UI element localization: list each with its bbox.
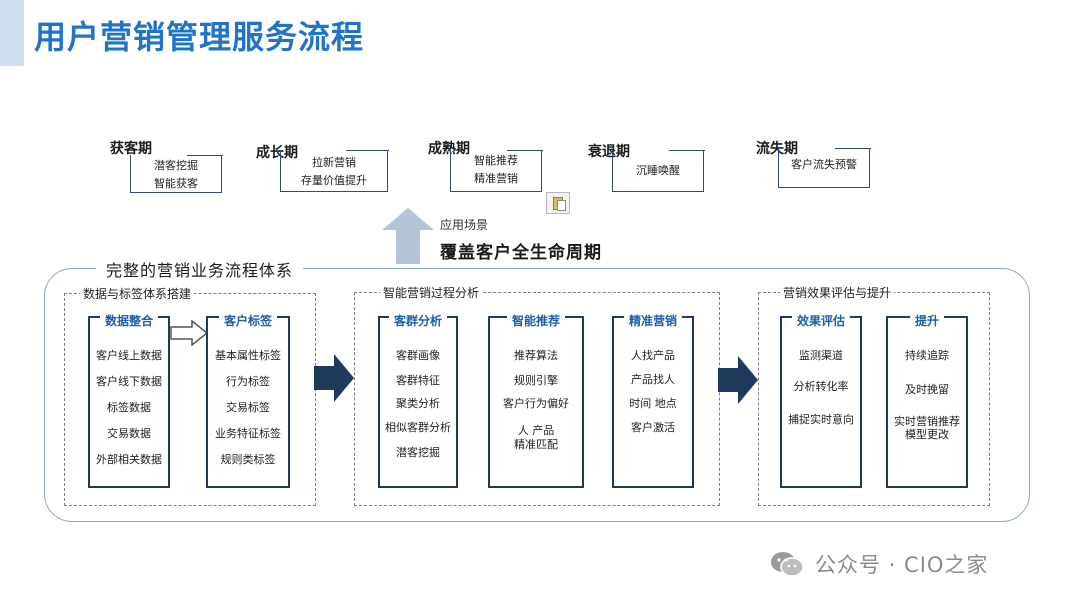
column-precision-marketing: 精准营销 人找产品 产品找人 时间 地点 客户激活 (612, 314, 694, 488)
section-title: 智能营销过程分析 (380, 284, 483, 301)
stage-item: 拉新营销 (312, 156, 356, 169)
column-title: 客群分析 (388, 314, 447, 328)
stage-label-maturity: 成熟期 (428, 141, 470, 157)
framework-title: 完整的营销业务流程体系 (96, 257, 304, 281)
stage-item: 存量价值提升 (301, 174, 367, 187)
stage-box-growth: 拉新营销 存量价值提升 (280, 150, 389, 192)
list-item: 客户行为偏好 (503, 397, 569, 410)
stage-box-churn: 客户流失预警 (778, 148, 871, 188)
column-title: 提升 (909, 314, 944, 328)
stage-label-growth: 成长期 (256, 145, 298, 161)
column-title: 精准营销 (623, 314, 682, 328)
section-title: 营销效果评估与提升 (780, 284, 895, 301)
up-arrow-icon (382, 208, 434, 264)
list-item: 人找产品 (631, 349, 675, 362)
stage-item: 客户流失预警 (791, 158, 857, 171)
column-title: 效果评估 (791, 314, 850, 328)
stage-label-churn: 流失期 (756, 141, 798, 157)
cover-label: 覆盖客户全生命周期 (440, 243, 602, 263)
column-segment-analysis: 客群分析 客群画像 客群特征 聚类分析 相似客群分析 潜客挖掘 (378, 314, 458, 488)
stage-box-decline: 沉睡唤醒 (612, 150, 705, 192)
list-item: 精准匹配 (514, 438, 558, 451)
list-item: 行为标签 (226, 375, 270, 388)
framework-frame (44, 268, 1030, 522)
column-title: 数据整合 (99, 314, 158, 328)
stage-box-maturity: 智能推荐 精准营销 (450, 150, 543, 192)
stage-item: 潜客挖掘 (154, 159, 198, 172)
stage-label-decline: 衰退期 (588, 144, 630, 160)
list-item: 客群特征 (396, 374, 440, 387)
column-customer-tags: 客户标签 基本属性标签 行为标签 交易标签 业务特征标签 规则类标签 (206, 314, 290, 488)
column-title: 智能推荐 (506, 314, 565, 328)
scene-label: 应用场景 (440, 218, 489, 232)
stage-item: 沉睡唤醒 (636, 164, 680, 177)
list-item: 时间 地点 (629, 397, 677, 410)
list-item: 及时挽留 (905, 383, 949, 396)
list-item: 客户线上数据 (96, 349, 162, 362)
right-arrow-outline-icon (170, 320, 208, 346)
stage-item: 智能获客 (154, 177, 198, 190)
column-smart-recommend: 智能推荐 推荐算法 规则引擎 客户行为偏好 人 产品 精准匹配 (488, 314, 584, 488)
right-arrow-icon (314, 354, 354, 402)
list-item: 持续追踪 (905, 349, 949, 362)
column-effect-evaluation: 效果评估 监测渠道 分析转化率 捕捉实时意向 (780, 314, 862, 488)
list-item: 基本属性标签 (215, 349, 281, 362)
list-item: 客户激活 (631, 421, 675, 434)
section-marketing-analysis (354, 292, 720, 506)
list-item: 分析转化率 (793, 380, 849, 393)
stage-item: 智能推荐 (474, 154, 518, 167)
list-item: 相似客群分析 (385, 421, 451, 434)
list-item: 客户线下数据 (96, 375, 162, 388)
list-item: 人 产品 (517, 424, 555, 437)
list-item: 业务特征标签 (215, 427, 281, 440)
list-item: 实时营销推荐 (894, 415, 960, 428)
column-improvement: 提升 持续追踪 及时挽留 实时营销推荐 模型更改 (886, 314, 968, 488)
column-title: 客户标签 (218, 314, 277, 328)
section-title: 数据与标签体系搭建 (80, 285, 195, 302)
list-item: 外部相关数据 (96, 453, 162, 466)
stage-box-acquisition: 潜客挖掘 智能获客 (130, 155, 223, 193)
right-arrow-icon (718, 356, 758, 404)
list-item: 模型更改 (905, 428, 949, 441)
clipboard-icon (546, 192, 570, 214)
column-data-integration: 数据整合 客户线上数据 客户线下数据 标签数据 交易数据 外部相关数据 (88, 314, 170, 488)
list-item: 产品找人 (631, 373, 675, 386)
title-accent-bar (0, 0, 24, 66)
list-item: 交易标签 (226, 401, 270, 414)
list-item: 规则引擎 (514, 374, 558, 387)
page-title: 用户营销管理服务流程 (34, 18, 365, 56)
list-item: 捕捉实时意向 (788, 413, 854, 426)
watermark: 公众号 · CIO之家 (769, 548, 988, 580)
list-item: 潜客挖掘 (396, 446, 440, 459)
list-item: 聚类分析 (396, 397, 440, 410)
wechat-icon (771, 552, 804, 577)
list-item: 交易数据 (107, 427, 151, 440)
list-item: 监测渠道 (799, 349, 843, 362)
list-item: 推荐算法 (514, 349, 558, 362)
list-item: 客群画像 (396, 349, 440, 362)
list-item: 标签数据 (107, 401, 151, 414)
watermark-text: 公众号 · CIO之家 (815, 553, 989, 577)
stage-label-acquisition: 获客期 (110, 141, 152, 157)
stage-item: 精准营销 (474, 172, 518, 185)
list-item: 规则类标签 (220, 453, 276, 466)
